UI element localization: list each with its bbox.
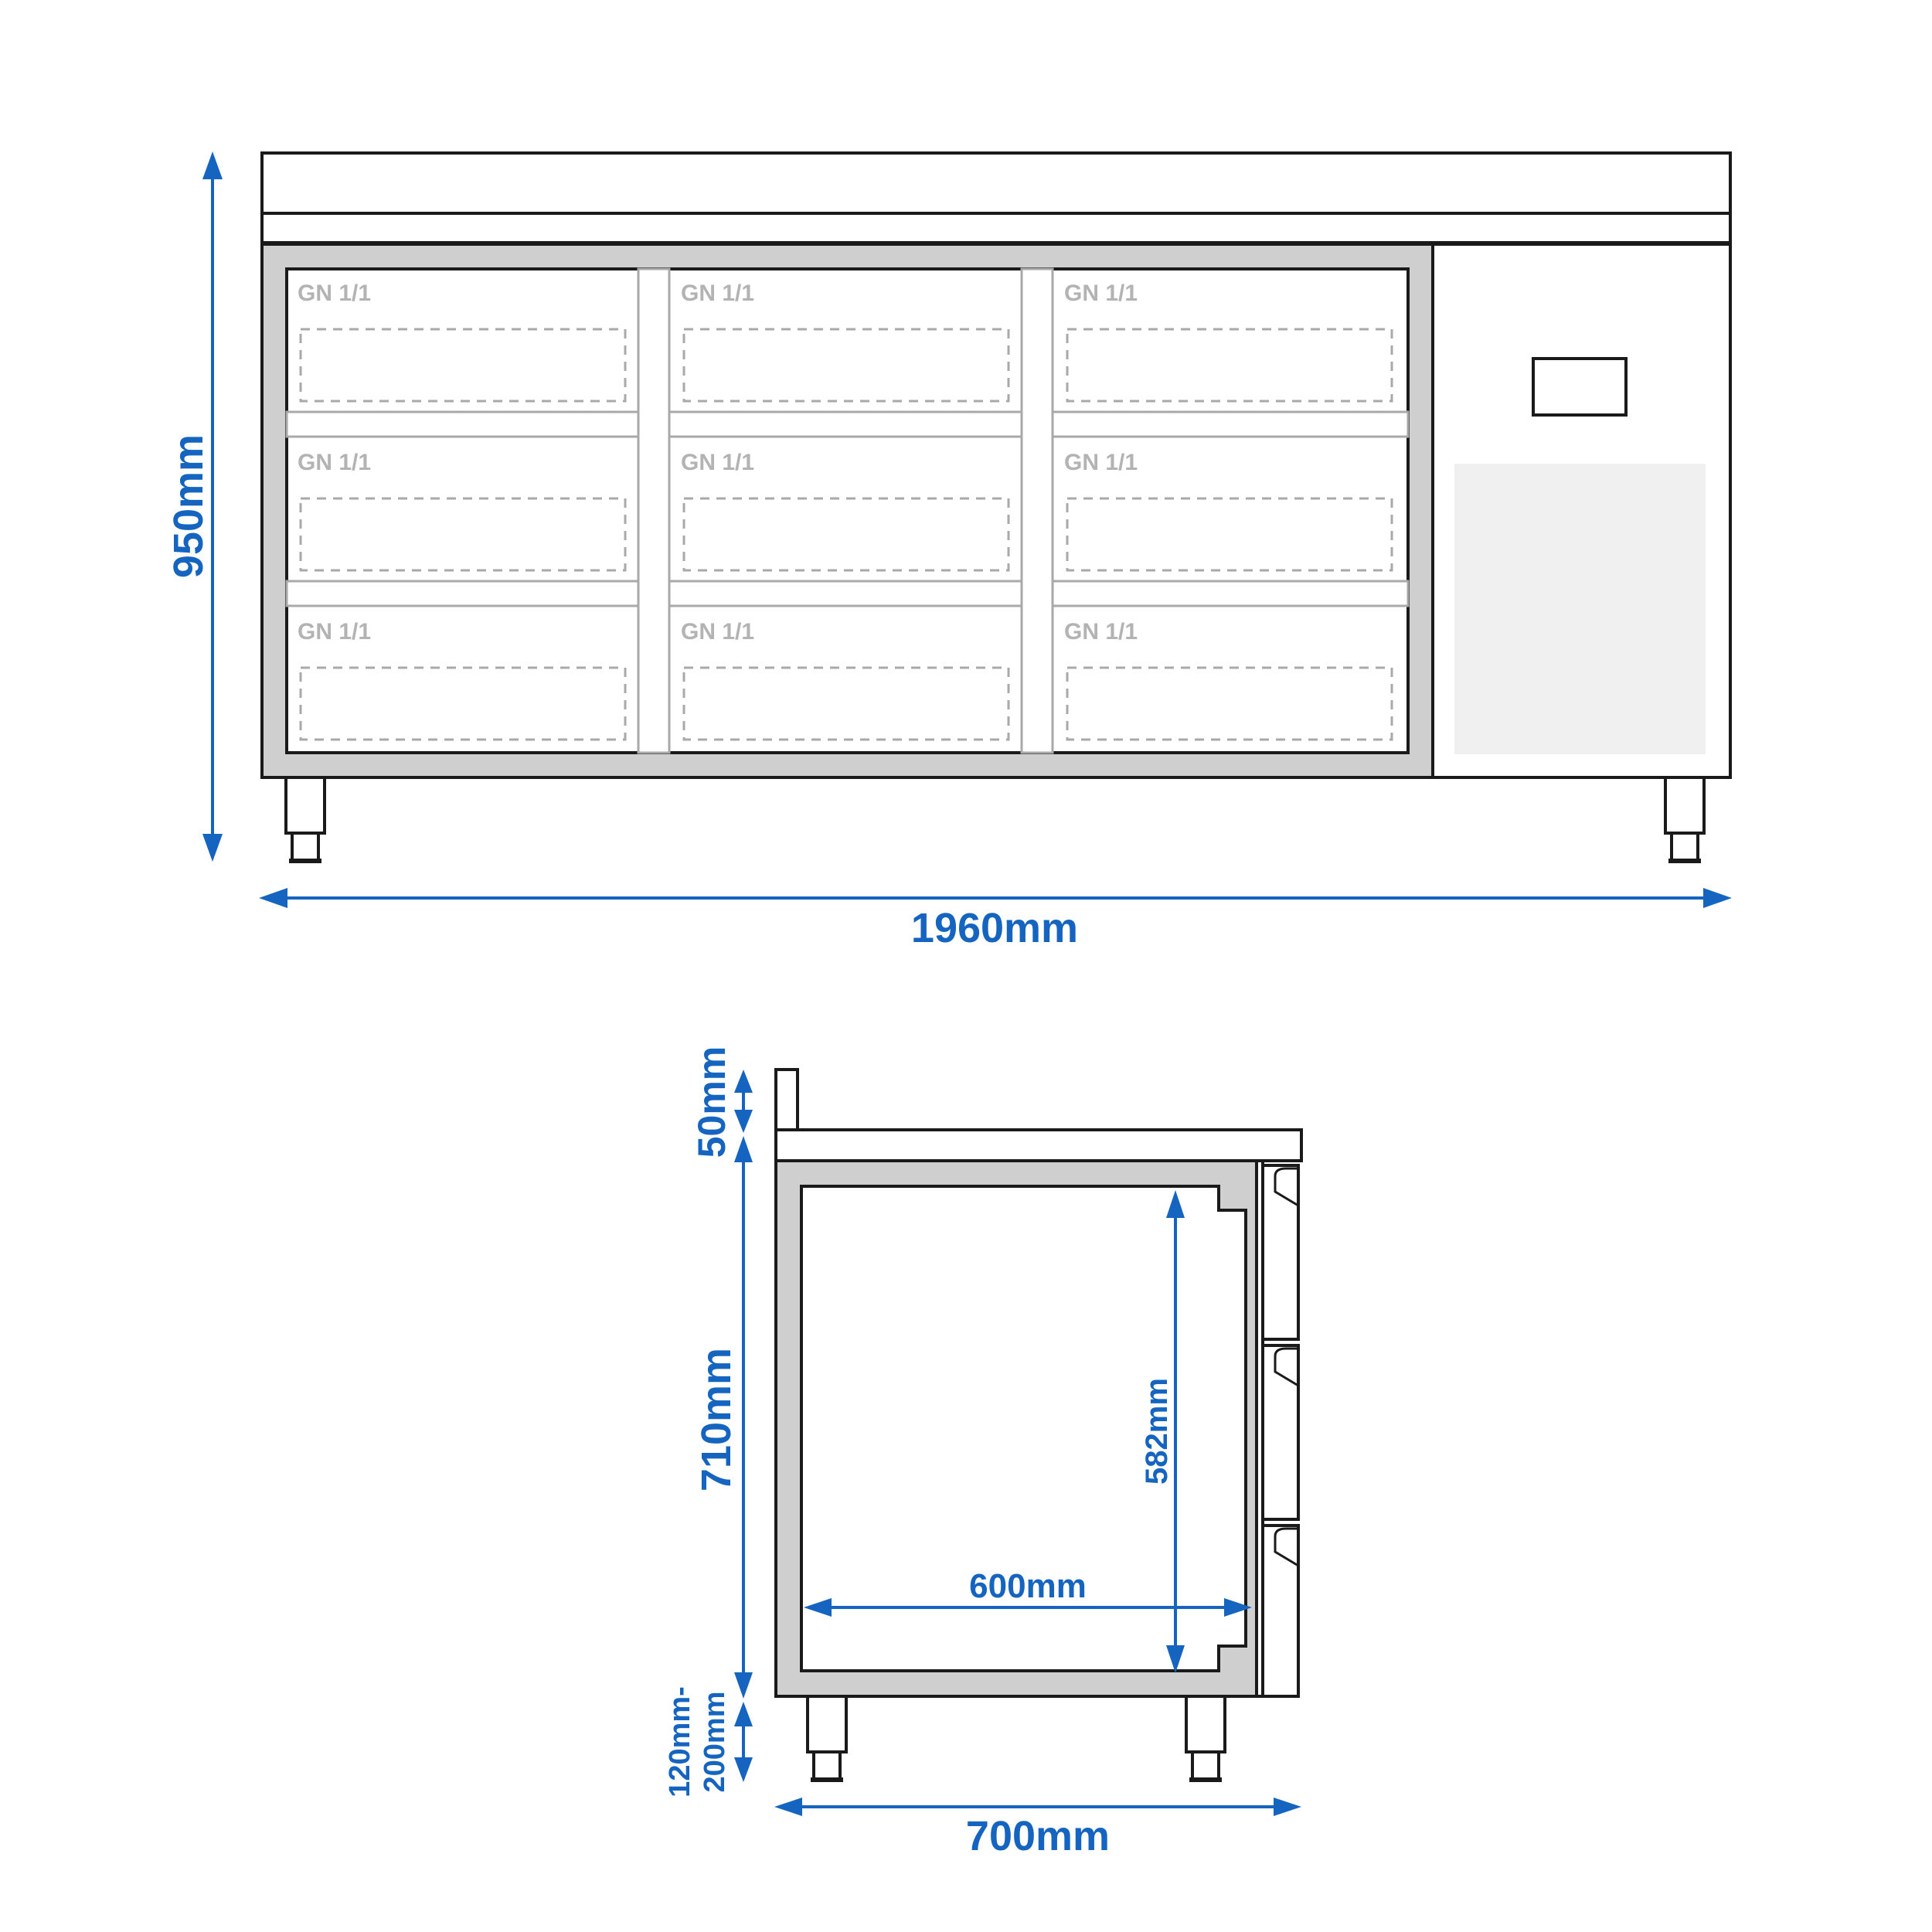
inner-depth-dimension: 600mm — [804, 1567, 1252, 1617]
gn-label: GN 1/1 — [298, 619, 371, 645]
upstand — [774, 1068, 799, 1133]
leg-left — [284, 776, 326, 835]
inner-depth-label: 600mm — [969, 1567, 1087, 1605]
gn-pan-outline — [682, 328, 1010, 403]
inner-cavity — [800, 1185, 1247, 1672]
gn-label: GN 1/1 — [681, 281, 754, 306]
side-legs — [806, 1695, 1226, 1782]
shelf-2 — [668, 410, 1023, 438]
gn-pan-outline — [1066, 328, 1393, 403]
door-glass — [285, 267, 1410, 754]
gn-pans: GN 1/1 GN 1/1 GN 1/1 GN 1/1 GN 1/1 GN 1/… — [298, 281, 1393, 741]
gn-pan-outline — [682, 666, 1010, 741]
drawer-3-handle — [1274, 1527, 1299, 1567]
leg-left-foot — [291, 832, 320, 862]
worktop-edge — [260, 212, 1732, 244]
front-legs — [284, 776, 1706, 863]
gn-label: GN 1/1 — [681, 450, 754, 475]
drawer-2 — [1261, 1344, 1300, 1521]
compressor-compartment — [1454, 357, 1706, 754]
gn-pan-outline — [299, 666, 627, 741]
height-dimension: 950mm — [165, 151, 223, 862]
gn-pan-outline — [1066, 497, 1393, 572]
inner-height-dimension: 582mm — [1140, 1190, 1185, 1673]
body-height-dimension: 710mm — [693, 1136, 753, 1699]
shelves — [285, 410, 1410, 607]
upstand-label: 50mm — [690, 1046, 733, 1158]
ventilation-panel — [1454, 464, 1706, 754]
gn-label: GN 1/1 — [298, 450, 371, 475]
depth-dimension: 700mm — [774, 1798, 1301, 1859]
leg-height-label-line1: 120mm- — [664, 1686, 696, 1798]
leg-height-label-line2: 200mm — [699, 1692, 731, 1793]
depth-label: 700mm — [966, 1813, 1110, 1859]
gn-label: GN 1/1 — [681, 619, 754, 645]
mullion-2 — [1020, 267, 1054, 754]
gn-label: GN 1/1 — [1064, 619, 1138, 645]
drawer-1 — [1261, 1164, 1300, 1341]
drawer-1-handle — [1274, 1167, 1299, 1207]
gn-label: GN 1/1 — [1064, 281, 1138, 306]
side-leg-left-foot — [812, 1750, 842, 1781]
shelf-4 — [285, 580, 640, 607]
shelf-3 — [1051, 410, 1410, 438]
width-dimension: 1960mm — [259, 888, 1732, 951]
leg-right-foot — [1670, 832, 1699, 862]
gn-label: GN 1/1 — [1064, 450, 1138, 475]
leg-height-dimension: 120mm- 200mm — [664, 1686, 753, 1798]
drawer-2-handle — [1274, 1347, 1299, 1387]
worktop — [260, 151, 1732, 215]
shelf-1 — [285, 410, 640, 438]
side-leg-right — [1185, 1695, 1226, 1753]
gn-pan-outline — [299, 328, 627, 403]
upstand-dimension: 50mm — [690, 1046, 753, 1158]
side-worktop — [774, 1128, 1303, 1162]
inner-height-label: 582mm — [1140, 1378, 1174, 1485]
gn-pan-outline — [1066, 666, 1393, 741]
body-height-label: 710mm — [693, 1348, 740, 1492]
leg-right — [1664, 776, 1706, 835]
shelf-6 — [1051, 580, 1410, 607]
mullion-1 — [637, 267, 671, 754]
front-view: GN 1/1 GN 1/1 GN 1/1 GN 1/1 GN 1/1 GN 1/… — [165, 151, 1732, 951]
height-label: 950mm — [165, 434, 212, 578]
side-view: 50mm 710mm 120mm- 200mm 700mm — [664, 1046, 1303, 1859]
control-display — [1532, 357, 1628, 417]
gn-label: GN 1/1 — [298, 281, 371, 306]
gn-pan-outline — [682, 497, 1010, 572]
width-label: 1960mm — [911, 905, 1078, 951]
drawer-3 — [1261, 1524, 1300, 1698]
drawer-profiles — [1261, 1164, 1300, 1698]
side-leg-left — [806, 1695, 848, 1753]
side-leg-right-foot — [1191, 1750, 1220, 1781]
gn-pan-outline — [299, 497, 627, 572]
shelf-5 — [668, 580, 1023, 607]
